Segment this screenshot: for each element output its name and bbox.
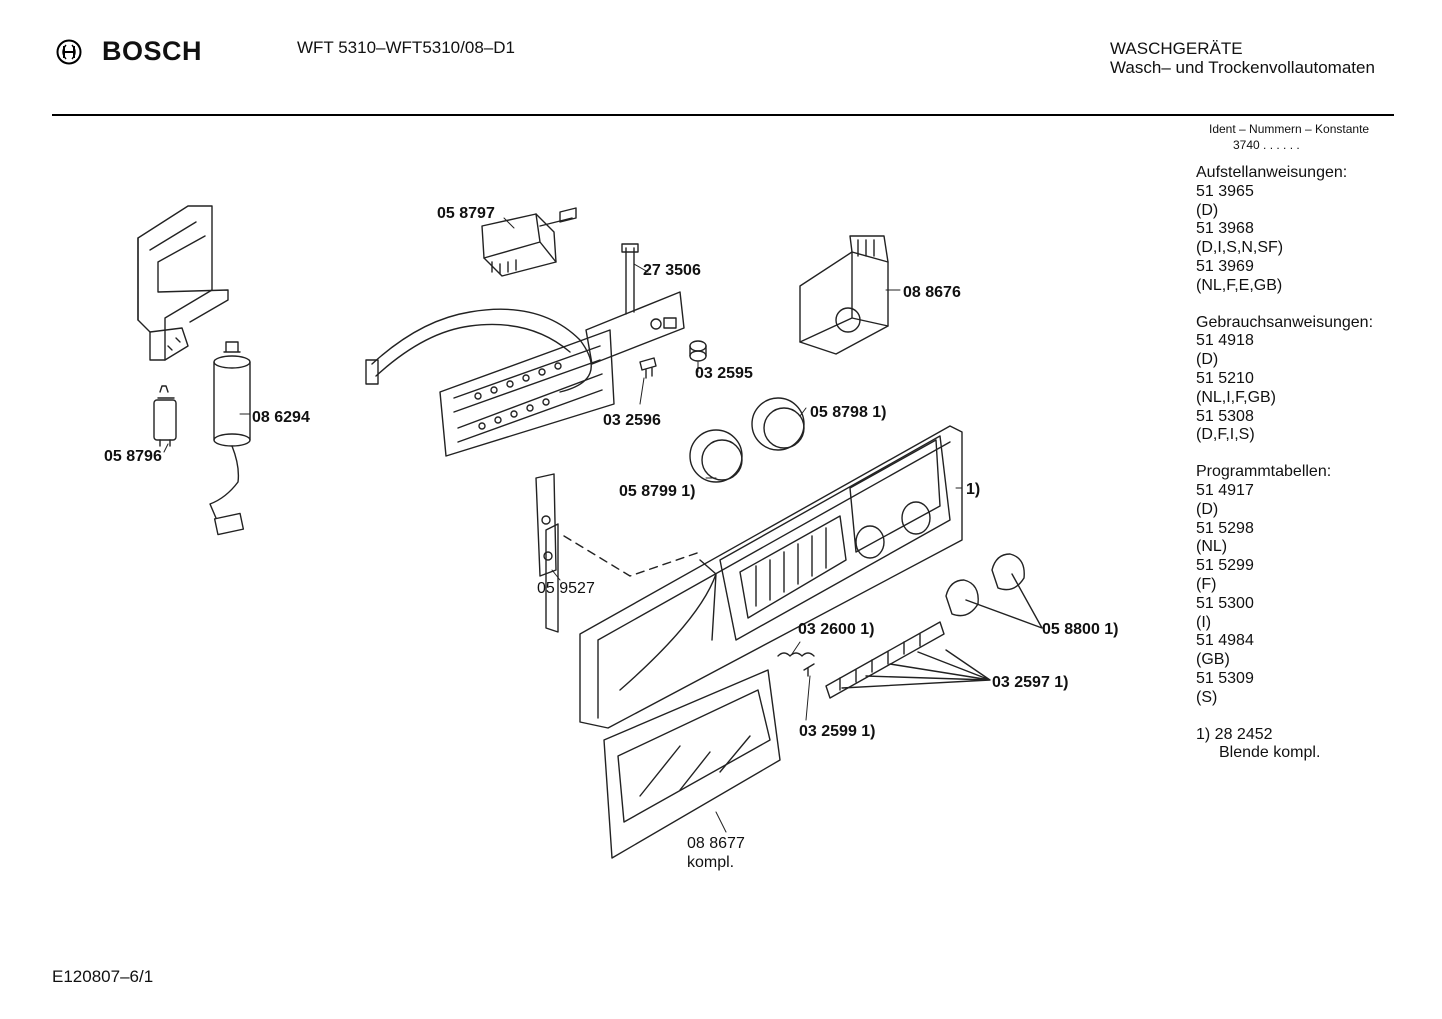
doc-group-title: Aufstellanweisungen: (1196, 164, 1348, 181)
doc-item: 51 3965 (1196, 182, 1254, 200)
footnote: 1) 28 2452 Blende kompl. (1196, 726, 1373, 764)
doc-item: 51 5210 (1196, 369, 1254, 387)
part-label: 03 2596 (603, 412, 661, 429)
pressure-switch (481, 207, 577, 277)
small-components (639, 340, 707, 379)
documents-list: Aufstellanweisungen: 51 3965 (D) 51 3968… (1196, 164, 1373, 763)
leader-lines (163, 217, 963, 833)
program-timer (799, 235, 889, 355)
doc-item: 51 5309 (1196, 669, 1254, 687)
doc-item: 51 5298 (1196, 519, 1254, 537)
control-board (365, 308, 615, 457)
side-bracket (535, 473, 557, 577)
doc-item: (I) (1196, 613, 1212, 631)
model-number: WFT 5310–WFT5310/08–D1 (297, 38, 515, 57)
doc-item: (NL,I,F,GB) (1196, 388, 1277, 406)
doc-item: 51 4984 (1196, 632, 1254, 650)
ident-constant: 3740 . . . . . . (1233, 138, 1300, 152)
small-pcb (585, 243, 685, 365)
part-label: 03 2600 1) (798, 621, 875, 638)
selector-knobs (945, 553, 1043, 629)
doc-item: 51 5299 (1196, 557, 1254, 575)
capacitor-large (209, 341, 251, 536)
push-buttons (777, 621, 991, 699)
category-title: WASCHGERÄTE Wasch– und Trockenvollautoma… (1110, 39, 1375, 77)
part-label: 05 8796 (104, 448, 162, 465)
doc-item: (GB) (1196, 651, 1230, 669)
doc-group-title: Programmtabellen: (1196, 463, 1332, 481)
part-label: 05 9527 (537, 580, 595, 597)
exploded-view-diagram (137, 205, 1043, 859)
part-label: 03 2599 1) (799, 723, 876, 740)
doc-item: 51 4918 (1196, 332, 1254, 350)
display-window (603, 669, 781, 859)
subcategory: Wasch– und Trockenvollautomaten (1110, 58, 1375, 77)
doc-item: (D,I,S,N,SF) (1196, 239, 1284, 257)
part-label: 27 3506 (643, 262, 701, 279)
capacitor-small (153, 385, 177, 447)
brand-name: BOSCH (102, 36, 203, 66)
part-label: kompl. (687, 854, 735, 871)
doc-item: (D) (1196, 351, 1219, 369)
part-label: 05 8800 1) (1042, 621, 1119, 638)
part-label: 05 8799 1) (619, 483, 696, 500)
doc-item: 51 5300 (1196, 594, 1254, 612)
part-label: 08 8676 (903, 284, 961, 301)
doc-item: 51 3968 (1196, 220, 1254, 238)
part-label-window: 08 8677 kompl. (687, 834, 745, 872)
doc-item: (D) (1196, 201, 1219, 219)
bosch-logo-icon (56, 39, 82, 64)
ident-block: Ident – Nummern – Konstante 3740 . . . .… (1209, 121, 1369, 153)
doc-item: (NL,F,E,GB) (1196, 276, 1283, 294)
part-label: 03 2595 (695, 365, 753, 382)
knob-rings (689, 397, 805, 483)
doc-group-title: Gebrauchsanweisungen: (1196, 313, 1374, 331)
part-label: 03 2597 1) (992, 674, 1069, 691)
category: WASCHGERÄTE (1110, 39, 1243, 58)
ident-label: Ident – Nummern – Konstante (1209, 122, 1370, 136)
footnote-text: Blende kompl. (1219, 744, 1321, 762)
doc-item: (NL) (1196, 538, 1228, 556)
doc-item: (S) (1196, 688, 1218, 706)
doc-item: (D,F,I,S) (1196, 426, 1255, 444)
doc-group-programmtabellen: Programmtabellen: 51 4917 (D) 51 5298 (N… (1196, 463, 1373, 707)
footnote-ref: 1) 28 2452 (1196, 725, 1273, 743)
doc-item: 51 4917 (1196, 481, 1254, 499)
brand: BOSCH (56, 36, 202, 67)
part-label: 1) (966, 481, 981, 498)
header-rule (52, 114, 1394, 116)
doc-item: 51 3969 (1196, 257, 1254, 275)
doc-item: (F) (1196, 575, 1217, 593)
doc-group-aufstellanweisungen: Aufstellanweisungen: 51 3965 (D) 51 3968… (1196, 164, 1373, 296)
part-label: 08 8677 (687, 835, 745, 852)
doc-item: (D) (1196, 500, 1219, 518)
part-label: 05 8798 1) (810, 404, 887, 421)
fascia-panel (545, 425, 963, 729)
part-label: 08 6294 (252, 409, 310, 426)
part-label: 05 8797 (437, 205, 495, 222)
drawing-number: E120807–6/1 (52, 967, 154, 986)
doc-item: 51 5308 (1196, 407, 1254, 425)
doc-group-gebrauchsanweisungen: Gebrauchsanweisungen: 51 4918 (D) 51 521… (1196, 314, 1373, 446)
mounting-bracket (137, 205, 229, 361)
